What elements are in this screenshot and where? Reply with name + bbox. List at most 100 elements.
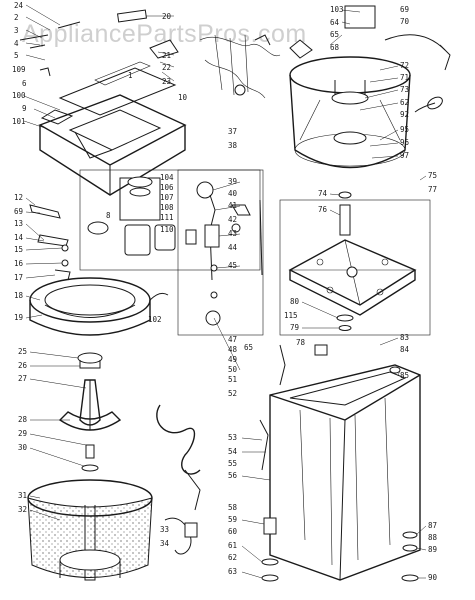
callout-label: 55: [228, 459, 237, 468]
callout-label: 70: [400, 17, 410, 26]
callout-label: 33: [160, 525, 169, 534]
callout-label: 106: [160, 183, 174, 192]
wire-harness: [199, 34, 281, 99]
callout-label: 62: [400, 98, 409, 107]
callout-label: 71: [400, 73, 409, 82]
callout-label: 108: [160, 203, 174, 212]
callout-label: 69: [400, 5, 409, 14]
callout-label: 30: [18, 443, 28, 452]
callout-label: 3: [14, 26, 19, 35]
callout-label: 19: [14, 313, 23, 322]
cabinet: [259, 364, 421, 582]
callout-label: 103: [330, 5, 344, 14]
callout-label: 44: [228, 243, 238, 252]
callout-label: 74: [318, 189, 328, 198]
callout-label: 89: [428, 545, 437, 554]
callout-label: 72: [400, 61, 409, 70]
callout-label: 5: [14, 51, 19, 60]
hoses-and-cord: [156, 404, 201, 555]
callout-label: 6: [22, 79, 27, 88]
callout-label: 38: [228, 141, 238, 150]
callout-label: 48: [228, 345, 238, 354]
callout-label: 39: [228, 177, 237, 186]
callout-label: 1: [128, 71, 133, 80]
transmission-assembly: [279, 191, 431, 336]
callout-label: 104: [160, 173, 174, 182]
callout-label: 52: [228, 389, 237, 398]
callout-label: 26: [18, 361, 28, 370]
callout-labels: 24 2 3 4 5 109 6 100 9 101 20 21 22 23 1…: [12, 1, 438, 582]
callout-label: 88: [428, 533, 438, 542]
callout-label: 65: [330, 30, 339, 39]
callout-label: 54: [228, 447, 238, 456]
washer-top-assembly: [19, 9, 187, 196]
callout-label: 29: [18, 429, 27, 438]
callout-label: 49: [228, 355, 237, 364]
callout-label: 13: [14, 219, 23, 228]
callout-label: 102: [148, 315, 162, 324]
callout-label: 90: [428, 573, 438, 582]
callout-label: 58: [228, 503, 238, 512]
callout-label: 78: [296, 338, 306, 347]
callout-label: 63: [228, 567, 237, 576]
callout-label: 84: [400, 345, 410, 354]
callout-label: 115: [284, 311, 298, 320]
callout-label: 96: [400, 138, 410, 147]
callout-label: 24: [14, 1, 24, 10]
callout-label: 45: [228, 261, 237, 270]
callout-label: 56: [228, 471, 238, 480]
callout-label: 31: [18, 491, 27, 500]
callout-label: 28: [18, 415, 28, 424]
callout-label: 62: [228, 553, 237, 562]
callout-label: 25: [18, 347, 27, 356]
callout-label: 34: [160, 539, 170, 548]
callout-label: 61: [228, 541, 237, 550]
callout-label: 42: [228, 215, 237, 224]
callout-label: 65: [244, 343, 253, 352]
callout-label: 53: [228, 433, 237, 442]
callout-label: 95: [400, 125, 409, 134]
callout-label: 4: [14, 39, 19, 48]
callout-label: 32: [18, 505, 27, 514]
callout-label: 17: [14, 273, 23, 282]
callout-label: 69: [14, 207, 23, 216]
motor-pump-group: [79, 169, 261, 271]
callout-label: 37: [228, 127, 237, 136]
callout-label: 101: [12, 117, 26, 126]
left-small-parts: [29, 204, 71, 281]
callout-label: 77: [428, 185, 437, 194]
callout-label: 27: [18, 374, 27, 383]
callout-label: 15: [14, 245, 23, 254]
wash-basket: [27, 479, 153, 581]
callout-label: 92: [400, 110, 409, 119]
callout-label: 12: [14, 193, 23, 202]
callout-label: 79: [290, 323, 299, 332]
callout-label: 68: [330, 43, 340, 52]
callout-label: 50: [228, 365, 238, 374]
callout-label: 21: [162, 51, 171, 60]
tub-ring: [29, 277, 169, 336]
callout-label: 110: [160, 225, 174, 234]
outer-tub-assembly: [289, 5, 451, 169]
callout-label: 9: [22, 104, 27, 113]
callout-label: 41: [228, 201, 237, 210]
callout-label: 14: [14, 233, 24, 242]
callout-label: 59: [228, 515, 237, 524]
callout-label: 2: [14, 13, 19, 22]
callout-label: 109: [12, 65, 26, 74]
leader-lines: [23, 4, 427, 579]
callout-label: 75: [428, 171, 437, 180]
callout-label: 73: [400, 85, 409, 94]
callout-label: 22: [162, 63, 171, 72]
cabinet-top-fasteners: [279, 344, 401, 386]
callout-label: 16: [14, 259, 24, 268]
callout-label: 87: [428, 521, 437, 530]
agitator-assembly: [58, 352, 122, 472]
callout-label: 23: [162, 77, 171, 86]
callout-label: 76: [318, 205, 328, 214]
callout-label: 10: [178, 93, 188, 102]
callout-label: 107: [160, 193, 174, 202]
callout-label: 64: [330, 18, 340, 27]
